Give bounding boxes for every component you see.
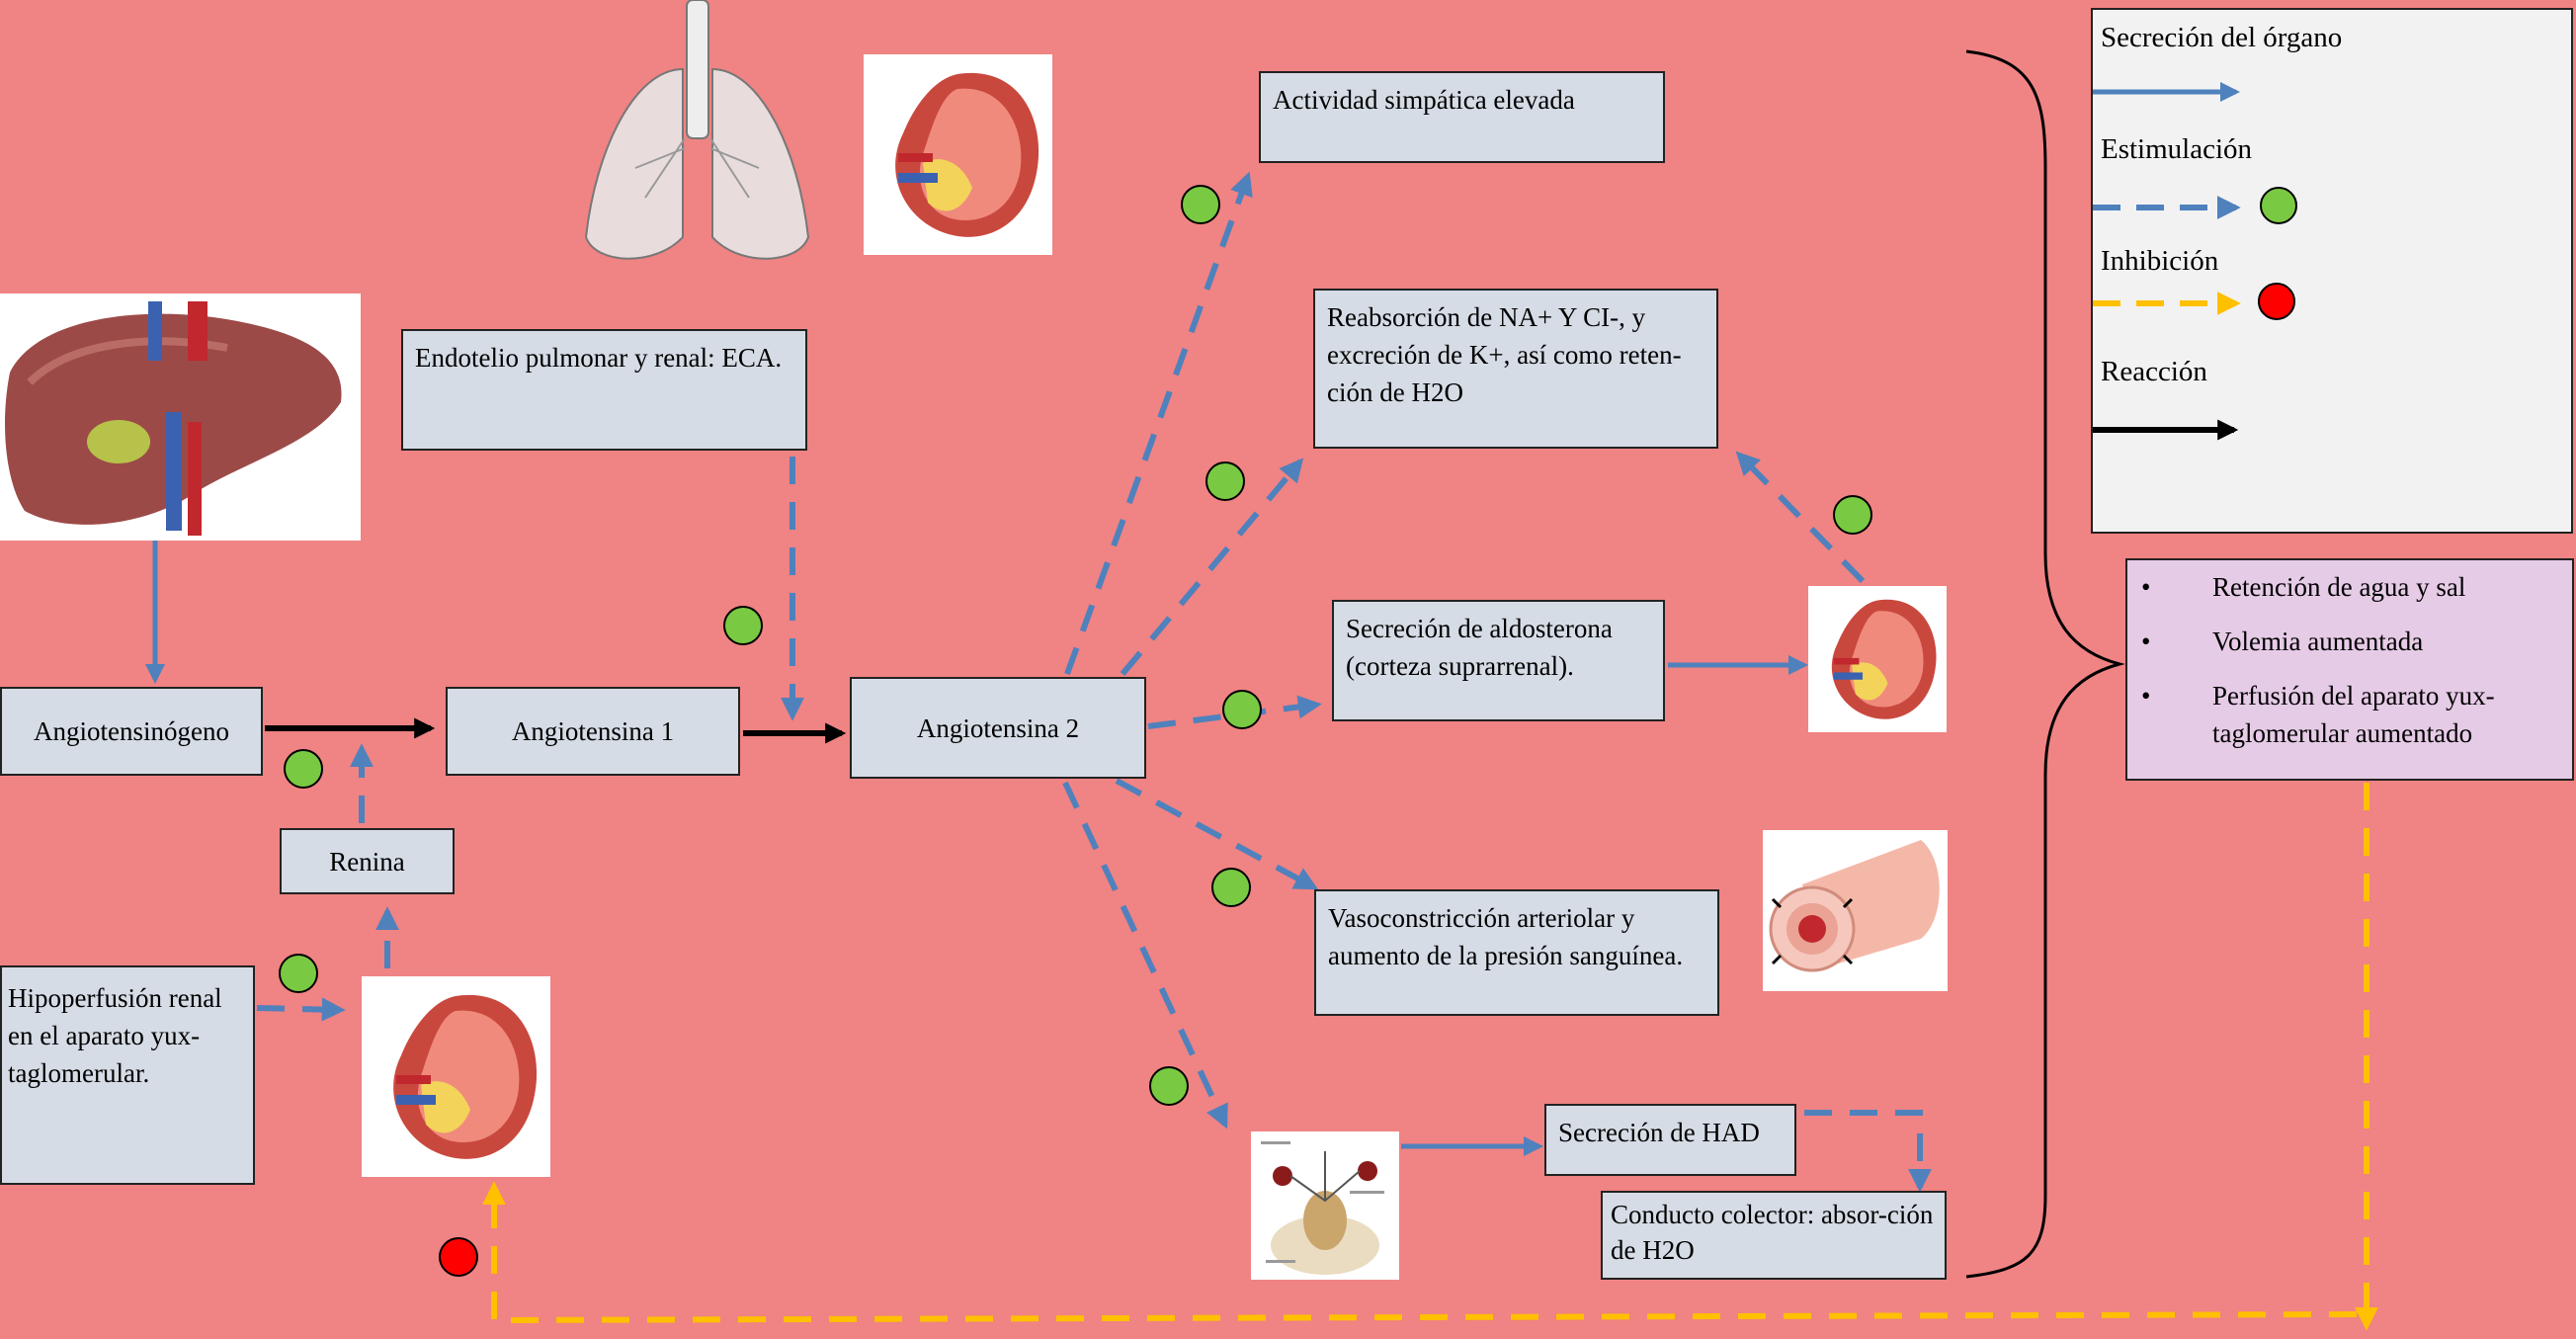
kidney-image-left — [362, 976, 550, 1177]
arrow-had-to-collecting-duct — [1804, 1113, 1920, 1188]
hypothalamus-icon — [1251, 1131, 1399, 1280]
dot-endothelium — [724, 607, 762, 644]
summary-box: • Retención de agua y sal • Volemia aume… — [2125, 558, 2574, 781]
reabsorption-label: Reabsorción de NA+ Y CI-, y excreción de… — [1327, 302, 1682, 407]
had-box: Secreción de HAD — [1544, 1104, 1796, 1176]
arrow-summary-feedback-to-kidney — [494, 1186, 2357, 1320]
summary-item-text: Perfusión del aparato yux-taglomerular a… — [2212, 677, 2554, 752]
arrow-hypoperfusion-to-kidney — [257, 1008, 341, 1010]
angiotensin1-box: Angiotensina 1 — [446, 687, 740, 776]
angiotensin1-label: Angiotensina 1 — [512, 712, 674, 750]
dot-hypoperfusion — [280, 955, 317, 992]
dot-aldosterone — [1223, 691, 1261, 728]
renin-box: Renina — [280, 828, 455, 894]
liver-icon — [0, 293, 361, 541]
collecting-duct-box: Conducto colector: absor-ción de H2O — [1601, 1191, 1947, 1280]
endothelium-box: Endotelio pulmonar y renal: ECA. — [401, 329, 807, 451]
legend-swatches — [2093, 10, 2571, 532]
endothelium-label: Endotelio pulmonar y renal: ECA. — [415, 343, 782, 373]
angiotensin2-box: Angiotensina 2 — [850, 677, 1146, 779]
aldosterone-label: Secreción de aldosterona (corteza suprar… — [1346, 614, 1613, 681]
had-label: Secreción de HAD — [1558, 1118, 1760, 1147]
summary-item-text: Retención de agua y sal — [2212, 568, 2554, 606]
angiotensin2-label: Angiotensina 2 — [917, 710, 1079, 747]
legend-stimulation-dot — [2261, 188, 2296, 223]
hypothalamus-image — [1251, 1131, 1399, 1280]
artery-icon — [1763, 830, 1948, 991]
angiotensinogen-label: Angiotensinógeno — [34, 712, 229, 750]
dot-reabsorption — [1206, 462, 1244, 500]
arrow-angiotensin2-to-sympathetic — [1067, 176, 1248, 674]
kidney-image-right — [1808, 586, 1947, 732]
lungs-image — [576, 0, 818, 272]
collecting-duct-label: Conducto colector: absor-ción de H2O — [1611, 1200, 1933, 1265]
artery-image — [1763, 830, 1948, 991]
sympathetic-label: Actividad simpática elevada — [1273, 85, 1575, 115]
vasoconstriction-label: Vasoconstricción arteriolar y aumento de… — [1328, 903, 1683, 970]
kidney-image-top — [864, 54, 1052, 255]
legend-panel: Secreción del órgano Estimulación Inhibi… — [2091, 8, 2573, 534]
dot-renin — [285, 750, 322, 788]
arrow-angiotensin2-to-vasoconstriction — [1117, 781, 1314, 887]
reabsorption-box: Reabsorción de NA+ Y CI-, y excreción de… — [1313, 289, 1718, 449]
summary-bullet: • — [2141, 677, 2150, 714]
legend-inhibition-dot — [2259, 284, 2294, 319]
angiotensinogen-box: Angiotensinógeno — [0, 687, 263, 776]
kidney-icon — [1808, 586, 1947, 732]
hypoperfusion-box: Hipoperfusión renal en el aparato yux-ta… — [0, 965, 255, 1185]
dot-hypothalamus — [1150, 1067, 1188, 1105]
dot-sympathetic — [1182, 186, 1219, 223]
kidney-icon — [362, 976, 550, 1177]
kidney-icon — [864, 54, 1052, 255]
inhibition-arrows — [494, 783, 2367, 1326]
summary-bullet: • — [2141, 623, 2150, 660]
sympathetic-box: Actividad simpática elevada — [1259, 71, 1665, 163]
vasoconstriction-box: Vasoconstricción arteriolar y aumento de… — [1314, 889, 1719, 1016]
lungs-icon — [576, 0, 818, 272]
aldosterone-box: Secreción de aldosterona (corteza suprar… — [1332, 600, 1665, 721]
hypoperfusion-label: Hipoperfusión renal en el aparato yux-ta… — [8, 983, 222, 1088]
liver-image — [0, 293, 361, 541]
summary-bullet: • — [2141, 568, 2150, 606]
summary-item-text: Volemia aumentada — [2212, 623, 2554, 660]
renin-label: Renina — [329, 843, 404, 880]
arrow-angiotensin2-to-hypothalamus — [1065, 783, 1225, 1125]
dot-kidney-reabsorption — [1834, 496, 1871, 534]
dot-inhibition-feedback — [440, 1238, 477, 1276]
dot-vasoconstriction — [1212, 869, 1250, 906]
